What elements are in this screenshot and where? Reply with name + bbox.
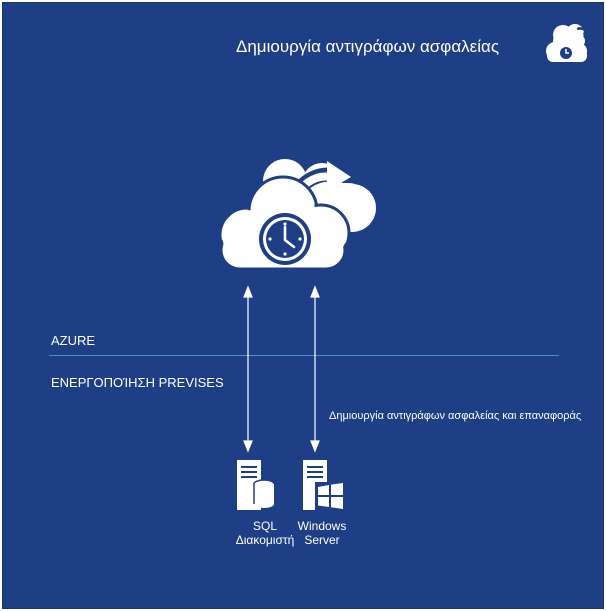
windows-server-icon bbox=[303, 460, 345, 510]
backup-restore-label: Δημιουργία αντιγράφων ασφαλείας και επαν… bbox=[329, 410, 582, 422]
connection-arrows bbox=[243, 285, 320, 453]
azure-zone-label: AZURE bbox=[51, 333, 96, 348]
sql-server-label-line2: Διακομιστή bbox=[235, 533, 295, 547]
windows-server-label-line1: Windows bbox=[297, 519, 347, 533]
windows-server-label-line2: Server bbox=[304, 533, 340, 547]
diagram-title: Δημιουργία αντιγράφων ασφαλείας bbox=[236, 37, 500, 56]
cloud-backup-main-icon bbox=[218, 159, 376, 271]
zone-divider bbox=[49, 355, 559, 356]
windows-server-label: Windows Server bbox=[291, 519, 353, 547]
sql-server-icon bbox=[237, 460, 275, 510]
cloud-backup-icon bbox=[546, 24, 591, 62]
onprem-zone-label: ΕΝΕΡΓΟΠΟΊΗΣΗ PREVISES bbox=[51, 375, 224, 390]
sql-server-label-line1: SQL bbox=[252, 519, 277, 533]
sql-server-label: SQL Διακομιστή bbox=[231, 519, 299, 547]
